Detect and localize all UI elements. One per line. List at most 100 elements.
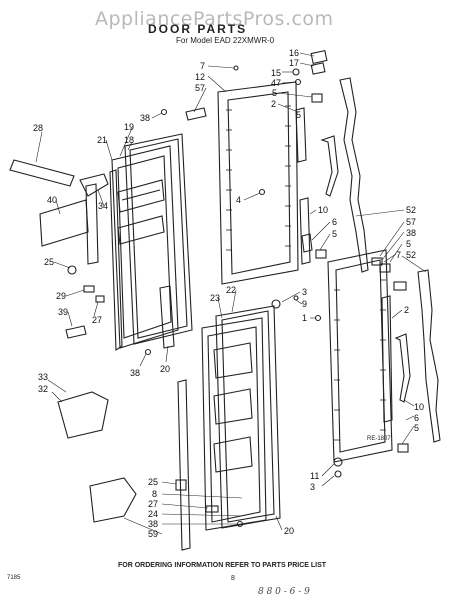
- callout: 5: [414, 423, 419, 433]
- callout: 7: [396, 250, 401, 260]
- block-25-lower: [175, 479, 187, 491]
- callout: 40: [47, 195, 57, 205]
- callout: 52: [406, 205, 416, 215]
- page-number: 8: [231, 575, 235, 582]
- badge-16: [310, 50, 328, 64]
- trim-strip-lower: [381, 295, 393, 423]
- upper-door-panel: [217, 81, 299, 285]
- cap-2: [393, 281, 407, 291]
- sheet-code: 7185: [7, 575, 21, 581]
- hinge-6: [301, 233, 313, 253]
- screw-7: [233, 65, 239, 71]
- callout: 23: [210, 293, 220, 303]
- panel-40: [39, 199, 89, 247]
- callout: 2: [271, 99, 276, 109]
- callout: 10: [414, 402, 424, 412]
- freezer-door-gasket: [124, 133, 193, 345]
- breaker-strip-24: [177, 379, 191, 551]
- callout: 5: [406, 239, 411, 249]
- callout: 25: [44, 257, 54, 267]
- strip-20: [159, 285, 175, 349]
- handle-bracket-lower: [394, 333, 411, 403]
- callout: 15: [271, 68, 281, 78]
- callout: 28: [33, 123, 43, 133]
- clip-27: [95, 295, 105, 303]
- callout: 38: [130, 368, 140, 378]
- cap-57: [185, 107, 207, 121]
- plate-17: [310, 62, 326, 75]
- screw-38: [144, 348, 152, 356]
- clip-57-lower: [371, 257, 383, 266]
- bushing-11: [333, 457, 343, 467]
- callout-labels: 16 17 15 47 5 7 12 57 2 38 5 28 19 18 21…: [33, 48, 424, 539]
- long-handle-lower: [417, 269, 441, 443]
- screw-47: [294, 78, 302, 86]
- callout: 10: [318, 205, 328, 215]
- callout: 8: [152, 489, 157, 499]
- callout: 1: [302, 313, 307, 323]
- callout: 27: [92, 315, 102, 325]
- clip-5: [311, 93, 323, 103]
- callout: 6: [414, 413, 419, 423]
- model-caption: For Model EAD 22XMWR-0: [176, 36, 275, 45]
- trim-28: [9, 159, 75, 187]
- hinge-strip-upper: [295, 107, 307, 163]
- clip-5-center: [315, 249, 327, 259]
- bracket-32: [57, 391, 109, 439]
- callout: 18: [124, 135, 134, 145]
- callout: 20: [160, 364, 170, 374]
- callout: 38: [140, 113, 150, 123]
- callout: 3: [302, 287, 307, 297]
- rail-40: [85, 183, 99, 265]
- bracket-34: [79, 173, 109, 197]
- callout: 3: [310, 482, 315, 492]
- screw-29: [83, 285, 95, 293]
- bracket-59: [89, 477, 137, 523]
- screw-15: [292, 68, 300, 76]
- cover-27-lower: [205, 505, 219, 513]
- callout: 29: [56, 291, 66, 301]
- drawing-reference-code: RE-1807: [367, 436, 391, 442]
- callout: 38: [406, 228, 416, 238]
- callout: 9: [302, 299, 307, 309]
- watermark: AppliancePartsPros.com: [95, 8, 334, 30]
- knob-25: [67, 265, 77, 275]
- callout: 19: [124, 122, 134, 132]
- screw-9: [293, 295, 299, 301]
- screw-1: [314, 314, 322, 322]
- callout: 20: [284, 526, 294, 536]
- callout: 27: [148, 499, 158, 509]
- callout: 12: [195, 72, 205, 82]
- callout: 4: [236, 195, 241, 205]
- long-handle-upper: [339, 77, 369, 273]
- callout: 22: [226, 285, 236, 295]
- callout: 24: [148, 509, 158, 519]
- callout: 2: [404, 305, 409, 315]
- screw-3-lower: [334, 470, 342, 478]
- callout: 7: [200, 61, 205, 71]
- freezer-door-liner: [109, 145, 179, 352]
- callout: 17: [289, 58, 299, 68]
- callout: 59: [148, 529, 158, 539]
- diagram-title: DOOR PARTS: [148, 22, 248, 36]
- callout: 11: [310, 471, 319, 481]
- callout: 38: [148, 519, 158, 529]
- leader-lines: [35, 52, 427, 535]
- callout: 21: [97, 135, 107, 145]
- lower-center-door-gasket: [215, 305, 281, 529]
- lower-right-door-panel: [327, 249, 393, 463]
- callout: 5: [296, 110, 301, 120]
- callout: 57: [195, 83, 205, 93]
- callout: 32: [38, 384, 48, 394]
- callout: 33: [38, 372, 48, 382]
- handwritten-note: 8 8 0 - 6 - 9: [258, 587, 310, 597]
- ordering-note: FOR ORDERING INFORMATION REFER TO PARTS …: [118, 562, 327, 569]
- cap-39: [65, 325, 87, 339]
- callout: 5: [332, 229, 337, 239]
- callout: 25: [148, 477, 158, 487]
- callout: 39: [58, 307, 68, 317]
- screw-38-upper: [160, 108, 168, 116]
- callout: 52: [406, 250, 416, 260]
